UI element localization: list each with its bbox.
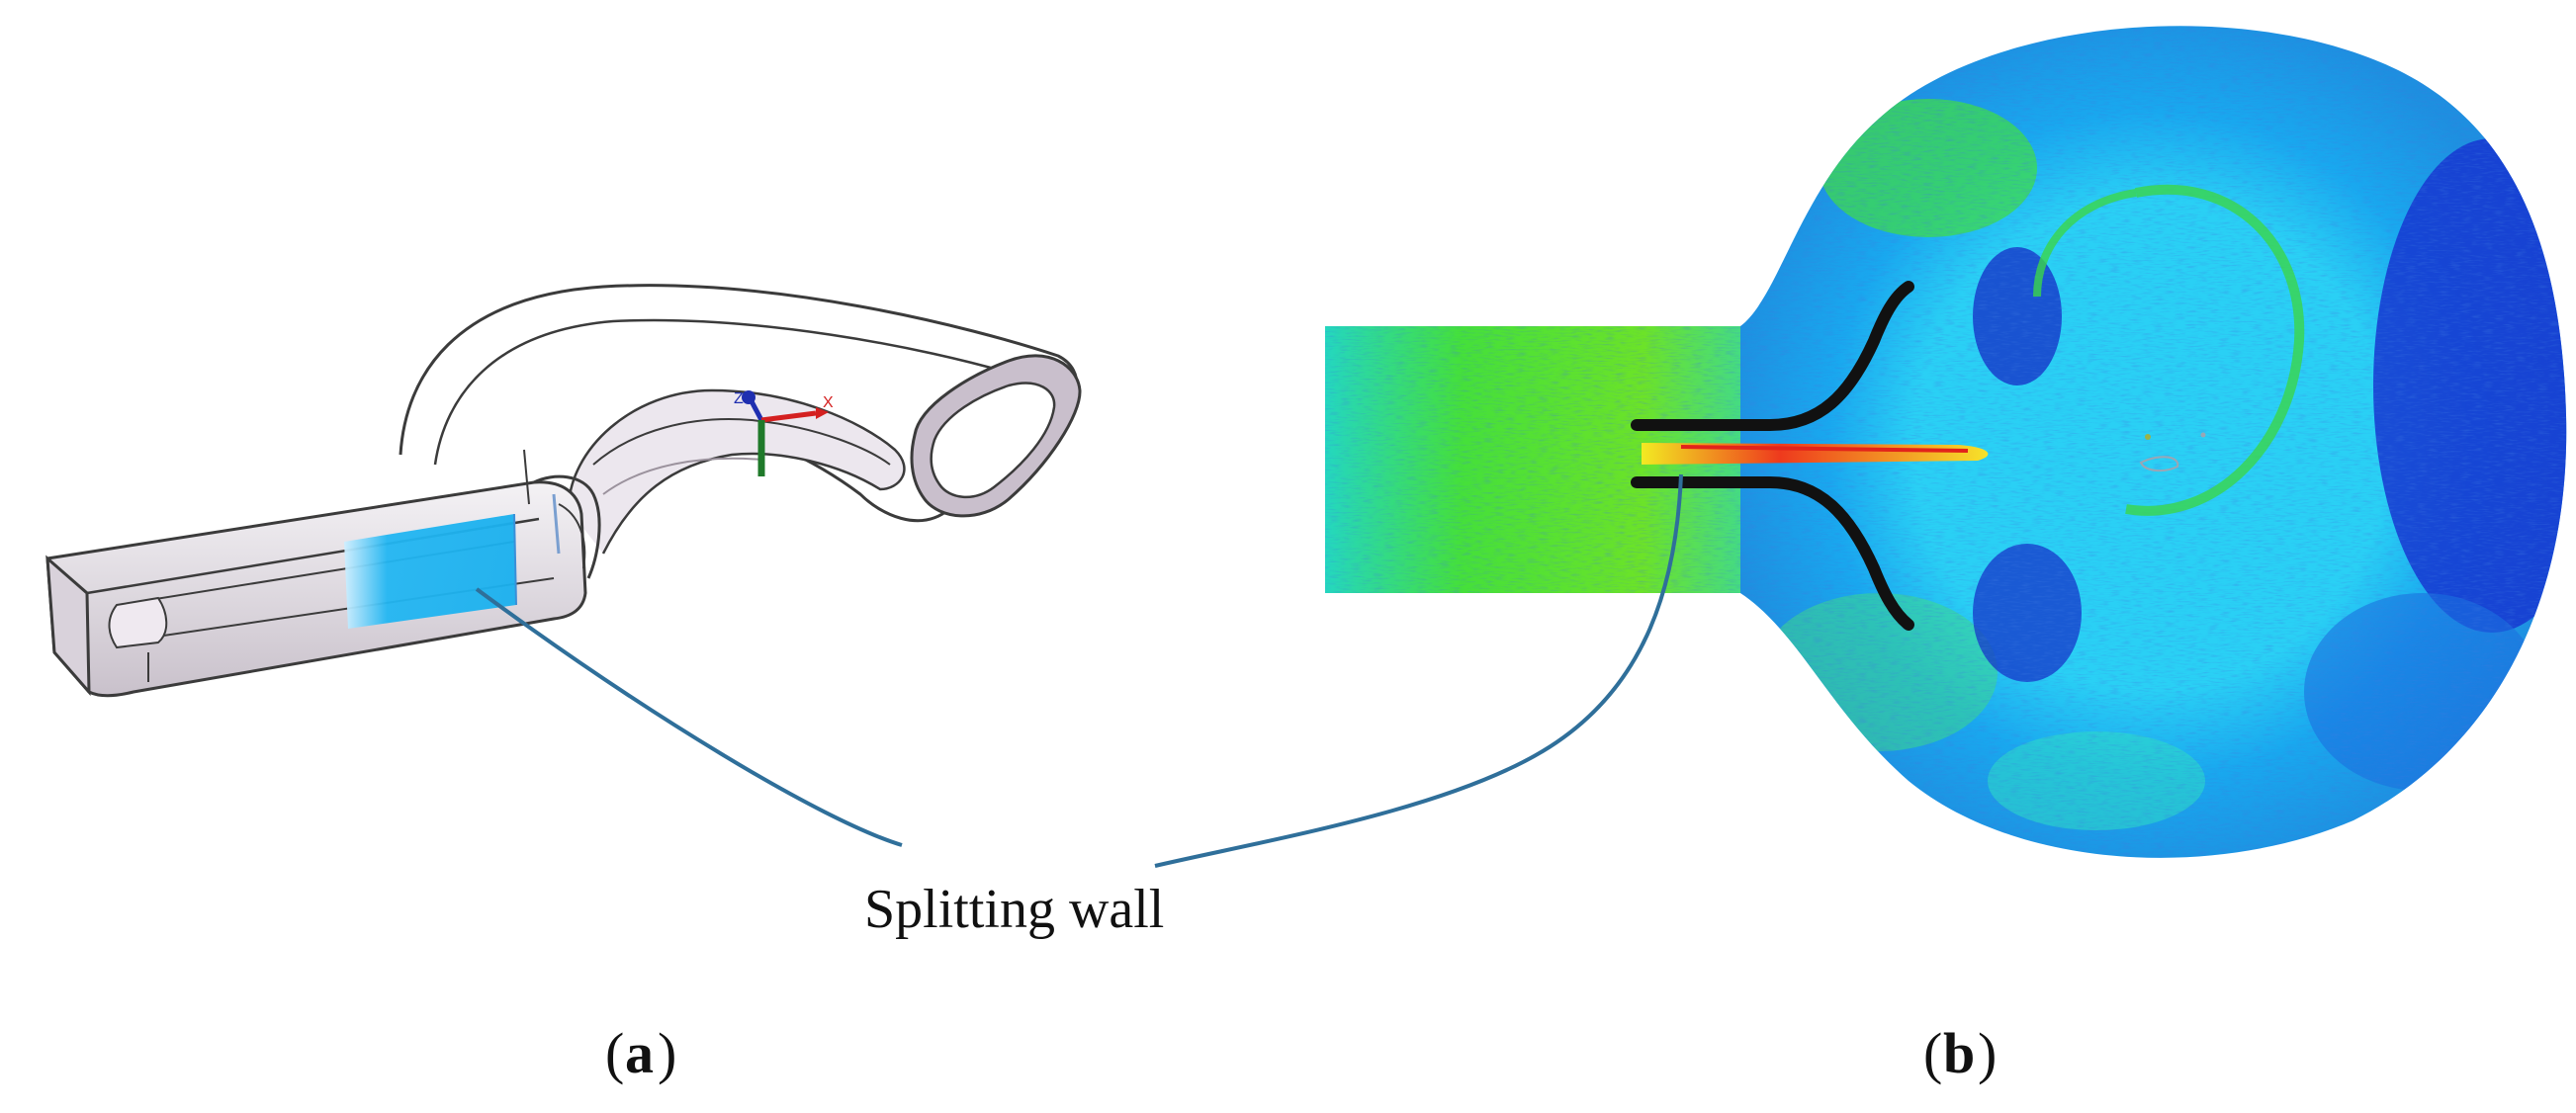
annotation-leaders bbox=[475, 473, 1683, 868]
svg-text:(: ( bbox=[605, 1021, 624, 1085]
panel-b-letter: b bbox=[1943, 1021, 1975, 1085]
panel-b-caption: ( b ) bbox=[1923, 1021, 1997, 1085]
splitting-wall-highlight bbox=[344, 514, 516, 629]
panel-a-model: Z X bbox=[45, 284, 1082, 698]
axis-triad: Z X bbox=[734, 390, 834, 476]
axis-x-label: X bbox=[823, 394, 834, 411]
inlet-duct-bore bbox=[108, 596, 168, 649]
svg-text:(: ( bbox=[1923, 1021, 1942, 1085]
leader-line-a bbox=[475, 587, 903, 847]
svg-text:): ) bbox=[658, 1021, 676, 1085]
panel-a-letter: a bbox=[625, 1021, 654, 1085]
svg-text:): ) bbox=[1978, 1021, 1997, 1085]
splitting-wall-profile bbox=[1631, 281, 1914, 631]
leader-line-b bbox=[1154, 473, 1683, 868]
axis-z-label: Z bbox=[734, 390, 744, 407]
panel-a-caption: ( a ) bbox=[605, 1021, 676, 1085]
panel-b-flow bbox=[1325, 26, 2567, 858]
splitting-wall-label: Splitting wall bbox=[864, 879, 1164, 940]
